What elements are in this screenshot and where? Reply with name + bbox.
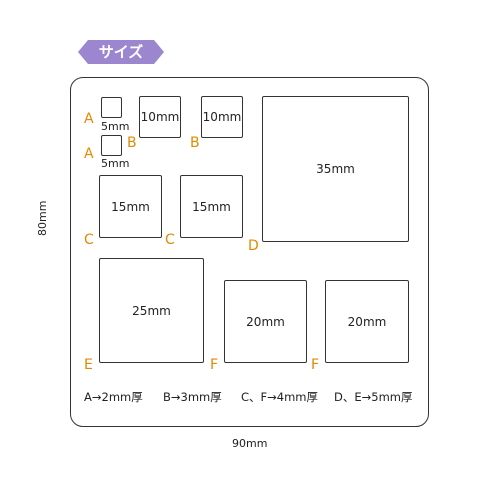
piece-a1-size: 5mm <box>101 120 130 133</box>
piece-a1-square <box>101 97 122 118</box>
piece-f1-square: 20mm <box>224 280 307 363</box>
piece-c2-square: 15mm <box>180 175 243 238</box>
piece-d-square: 35mm <box>262 96 409 242</box>
size-badge-shape <box>78 40 164 64</box>
width-dimension-label: 90mm <box>232 437 268 450</box>
piece-a2-square <box>101 135 122 156</box>
piece-e-square: 25mm <box>99 258 204 363</box>
mold-board-outline <box>70 77 429 427</box>
piece-e-size: 25mm <box>132 303 171 318</box>
legend-thickness-b: B→3mm厚 <box>163 390 222 404</box>
piece-c1-size: 15mm <box>111 199 150 214</box>
piece-b2-letter: B <box>190 135 200 151</box>
piece-f2-size: 20mm <box>347 314 387 329</box>
piece-c1-letter: C <box>84 232 94 248</box>
piece-a1-letter: A <box>84 111 94 127</box>
piece-b2-size: 10mm <box>202 110 242 124</box>
piece-e-letter: E <box>84 357 93 373</box>
piece-f2-square: 20mm <box>325 280 409 363</box>
piece-a2-size: 5mm <box>101 157 130 170</box>
piece-c2-size: 15mm <box>192 199 231 214</box>
piece-a2-letter: A <box>84 146 94 162</box>
legend-thickness-de: D、E→5mm厚 <box>334 390 413 404</box>
piece-b2-square: 10mm <box>201 96 243 138</box>
piece-f1-letter: F <box>210 357 219 373</box>
piece-b1-size: 10mm <box>140 110 180 124</box>
legend-thickness-cf: C、F→4mm厚 <box>241 390 319 404</box>
piece-b1-letter: B <box>127 135 137 151</box>
piece-f2-letter: F <box>311 357 320 373</box>
piece-d-size: 35mm <box>316 162 355 176</box>
piece-b1-square: 10mm <box>139 96 181 138</box>
legend-thickness-a: A→2mm厚 <box>84 390 143 404</box>
piece-c2-letter: C <box>165 232 175 248</box>
piece-f1-size: 20mm <box>246 314 285 329</box>
size-badge-label: サイズ <box>98 43 144 61</box>
piece-d-letter: D <box>248 238 259 254</box>
piece-c1-square: 15mm <box>99 175 162 238</box>
height-dimension-label: 80mm <box>36 200 49 236</box>
